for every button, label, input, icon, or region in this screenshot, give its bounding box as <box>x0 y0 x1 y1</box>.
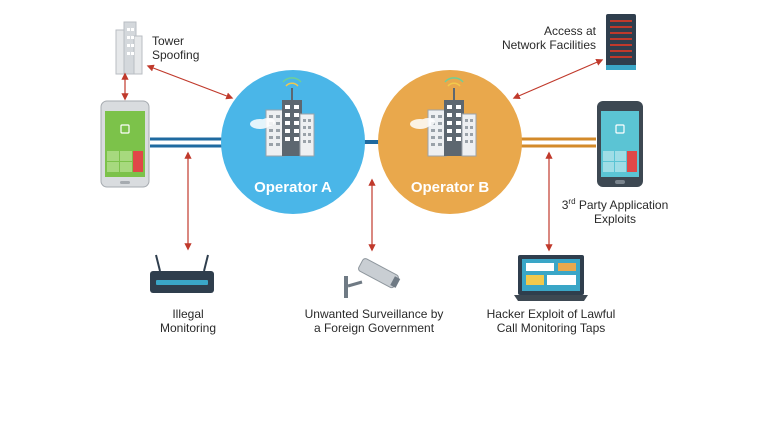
hacker-exploit-label: Hacker Exploit of Lawful Call Monitoring… <box>474 307 628 335</box>
access-network-line2: Network Facilities <box>501 38 596 52</box>
operator-b <box>378 70 522 214</box>
surveillance-line1: Unwanted Surveillance by <box>304 307 444 321</box>
access-network-line1: Access at <box>543 24 596 38</box>
surveillance-line2: a Foreign Government <box>313 321 435 335</box>
tower-spoofing-label: Tower Spoofing <box>152 34 199 62</box>
router-icon <box>150 254 214 293</box>
tower-spoofing-line2: Spoofing <box>152 48 200 62</box>
arrow-server-operator-b <box>512 58 604 100</box>
link-b-phone <box>512 137 596 148</box>
third-party-line1: 3rd Party Application <box>561 197 669 213</box>
smartphone-icon <box>597 101 643 187</box>
operator-a-label: Operator A <box>254 179 332 196</box>
arrows <box>121 58 604 252</box>
hacker-exploit-line1: Hacker Exploit of Lawful <box>486 307 616 321</box>
laptop-icon <box>514 255 588 301</box>
hacker-exploit-line2: Call Monitoring Taps <box>496 321 606 335</box>
server-rack-icon <box>606 14 636 70</box>
surveillance-label: Unwanted Surveillance by a Foreign Gover… <box>292 307 456 335</box>
link-phone-a <box>150 137 228 148</box>
illegal-monitoring-line2: Monitoring <box>159 321 217 335</box>
illegal-monitoring-line1: Illegal <box>172 307 204 321</box>
tower-spoofing-line1: Tower <box>152 34 185 48</box>
operator-a <box>221 70 365 214</box>
access-network-label: Access at Network Facilities <box>470 24 596 52</box>
operator-b-label: Operator B <box>410 179 490 196</box>
smartphone-icon <box>100 100 150 188</box>
cell-tower-icon <box>115 21 143 75</box>
third-party-label: 3rd Party Application Exploits <box>556 197 674 227</box>
arrow-tower-operator-a <box>146 64 234 100</box>
security-camera-icon <box>344 258 401 298</box>
third-party-line2: Exploits <box>593 212 637 226</box>
illegal-monitoring-label: Illegal Monitoring <box>138 307 238 335</box>
